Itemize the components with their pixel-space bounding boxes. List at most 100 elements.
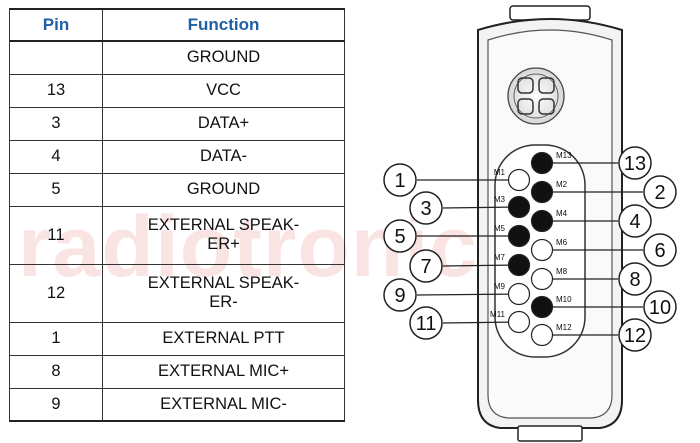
function-cell: DATA- xyxy=(102,139,345,173)
contact-m13: M13 13 xyxy=(530,146,652,180)
callout-number: 6 xyxy=(654,240,665,262)
callout-circle xyxy=(383,219,417,253)
table-row: GROUND xyxy=(9,40,345,74)
contact-m12: M12 12 xyxy=(530,318,652,352)
pin-number-cell xyxy=(9,40,103,74)
callout-number: 7 xyxy=(420,256,431,278)
pin-number-cell: 12 xyxy=(9,263,103,322)
contact-m4: M4 4 xyxy=(530,204,652,238)
leader-line xyxy=(442,206,520,209)
contact-pin-icon xyxy=(530,151,554,175)
pin-number-cell: 4 xyxy=(9,139,103,173)
contact-label: M2 xyxy=(556,180,568,189)
contact-pin-icon xyxy=(530,323,554,347)
callout-number: 13 xyxy=(624,153,646,175)
contact-pin-icon xyxy=(507,310,531,334)
contact-label: M8 xyxy=(556,267,568,276)
contact-pin-icon xyxy=(507,224,531,248)
callout-number: 4 xyxy=(629,211,640,233)
contact-label: M7 xyxy=(494,253,506,262)
pin-number-cell: 1 xyxy=(9,321,103,355)
contact-label: M10 xyxy=(556,295,572,304)
callout-circle xyxy=(383,163,417,197)
pin-number-cell: 3 xyxy=(9,106,103,140)
callout-number: 1 xyxy=(394,170,405,192)
contact-label: M11 xyxy=(490,310,506,319)
contact-m9: M9 9 xyxy=(383,278,531,312)
contact-pin-icon xyxy=(507,282,531,306)
contact-m1: M1 1 xyxy=(383,163,531,197)
contact-pin-icon xyxy=(530,267,554,291)
contact-label: M6 xyxy=(556,238,568,247)
function-cell: EXTERNAL SPEAK- ER- xyxy=(102,263,345,322)
column-header-pin: Pin xyxy=(9,8,103,42)
contact-label: M1 xyxy=(494,168,506,177)
contact-label: M12 xyxy=(556,323,572,332)
contact-m5: M5 5 xyxy=(383,219,531,253)
callout-circle xyxy=(643,290,677,324)
contact-label: M13 xyxy=(556,151,572,160)
speaker-grille-icon xyxy=(507,67,565,125)
contact-pin-icon xyxy=(530,209,554,233)
pin-number-cell: 9 xyxy=(9,387,103,422)
leader-line xyxy=(442,264,520,267)
callout-number: 5 xyxy=(394,226,405,248)
contact-label: M5 xyxy=(494,224,506,233)
function-cell: GROUND xyxy=(102,40,345,74)
callout-circle xyxy=(409,191,443,225)
callout-circle xyxy=(618,318,652,352)
contact-pin-icon xyxy=(530,180,554,204)
leader-line xyxy=(416,293,520,296)
contact-pin-icon xyxy=(507,253,531,277)
contact-pin-icon xyxy=(507,168,531,192)
contact-m11: M11 11 xyxy=(409,306,531,340)
contact-m6: M6 6 xyxy=(530,233,677,267)
contact-label: M3 xyxy=(494,195,506,204)
callout-circle xyxy=(618,262,652,296)
function-cell: GROUND xyxy=(102,172,345,206)
callout-number: 10 xyxy=(649,297,671,319)
callout-number: 12 xyxy=(624,325,646,347)
function-cell: EXTERNAL MIC- xyxy=(102,387,345,422)
contact-label: M4 xyxy=(556,209,568,218)
pin-number-cell: 11 xyxy=(9,205,103,264)
contact-pin-icon xyxy=(507,195,531,219)
function-cell: EXTERNAL MIC+ xyxy=(102,354,345,388)
function-cell: EXTERNAL PTT xyxy=(102,321,345,355)
contact-m3: M3 3 xyxy=(409,191,531,225)
contact-m7: M7 7 xyxy=(409,249,531,283)
contact-label: M9 xyxy=(494,282,506,291)
callout-number: 2 xyxy=(654,182,665,204)
function-cell: VCC xyxy=(102,73,345,107)
column-header-function: Function xyxy=(102,8,345,42)
callout-circle xyxy=(618,204,652,238)
contact-m2: M2 2 xyxy=(530,175,677,209)
pin-number-cell: 5 xyxy=(9,172,103,206)
callout-circle xyxy=(409,249,443,283)
callout-circle xyxy=(383,278,417,312)
callout-number: 11 xyxy=(416,313,437,335)
callout-number: 9 xyxy=(394,285,405,307)
contact-pin-icon xyxy=(530,238,554,262)
callout-number: 3 xyxy=(420,198,431,220)
callout-circle xyxy=(643,175,677,209)
leader-line xyxy=(442,321,520,324)
function-cell: DATA+ xyxy=(102,106,345,140)
function-cell: EXTERNAL SPEAK- ER+ xyxy=(102,205,345,264)
contact-m10: M10 10 xyxy=(530,290,677,324)
pin-number-cell: 8 xyxy=(9,354,103,388)
callout-circle xyxy=(409,306,443,340)
callout-circle xyxy=(618,146,652,180)
